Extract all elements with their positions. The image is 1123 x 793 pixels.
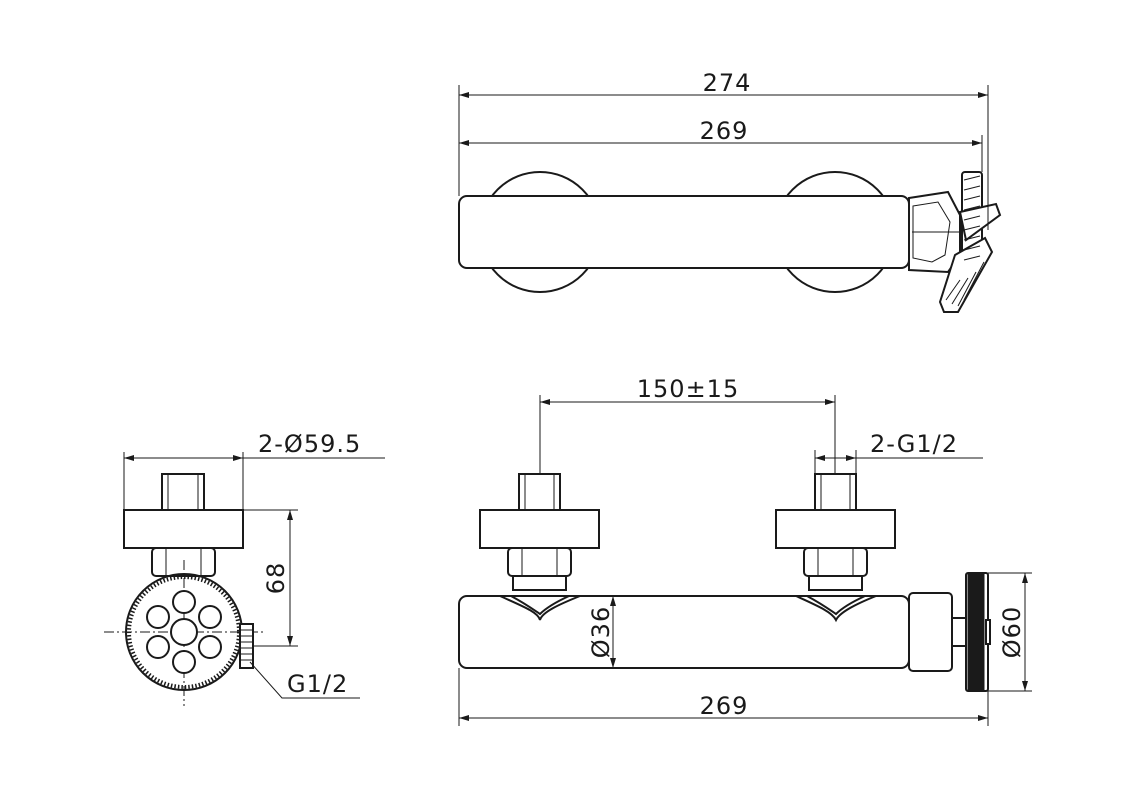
dim-inlet-spacing-label: 150±15 bbox=[637, 375, 739, 403]
dim-flange-dia-label: 2-Ø59.5 bbox=[258, 430, 361, 458]
front-spindle bbox=[951, 617, 967, 647]
front-left-inlet bbox=[479, 473, 600, 591]
front-view: 150±15 2-G1/2 Ø36 Ø60 269 bbox=[458, 375, 1032, 726]
side-flange bbox=[123, 509, 244, 549]
top-view: 274 269 bbox=[458, 69, 1002, 313]
dim-inlet-thread-label: 2-G1/2 bbox=[870, 430, 958, 458]
top-body bbox=[458, 195, 910, 269]
side-outlet-thread bbox=[239, 623, 254, 669]
outlet-leader bbox=[249, 661, 360, 699]
side-view: 2-Ø59.5 68 G1/2 bbox=[104, 430, 385, 706]
dim-outlet-thread-label: G1/2 bbox=[287, 670, 348, 698]
side-inlet-nipple bbox=[161, 473, 205, 511]
dim-body-dia-label: Ø36 bbox=[587, 606, 615, 658]
front-body bbox=[458, 595, 910, 669]
front-right-saddle bbox=[795, 595, 877, 623]
front-valve-cap bbox=[908, 592, 953, 672]
side-grip-pattern bbox=[146, 590, 222, 674]
dim-274-label: 274 bbox=[703, 69, 752, 97]
front-right-inlet bbox=[775, 473, 896, 591]
dim-269-top-label: 269 bbox=[700, 117, 749, 145]
dim-handle-dia-label: Ø60 bbox=[998, 606, 1026, 658]
top-handle bbox=[938, 171, 1002, 313]
dim-269-bottom-label: 269 bbox=[700, 692, 749, 720]
front-left-saddle bbox=[499, 595, 581, 621]
dim-68-label: 68 bbox=[262, 562, 290, 595]
front-handle bbox=[965, 572, 991, 692]
